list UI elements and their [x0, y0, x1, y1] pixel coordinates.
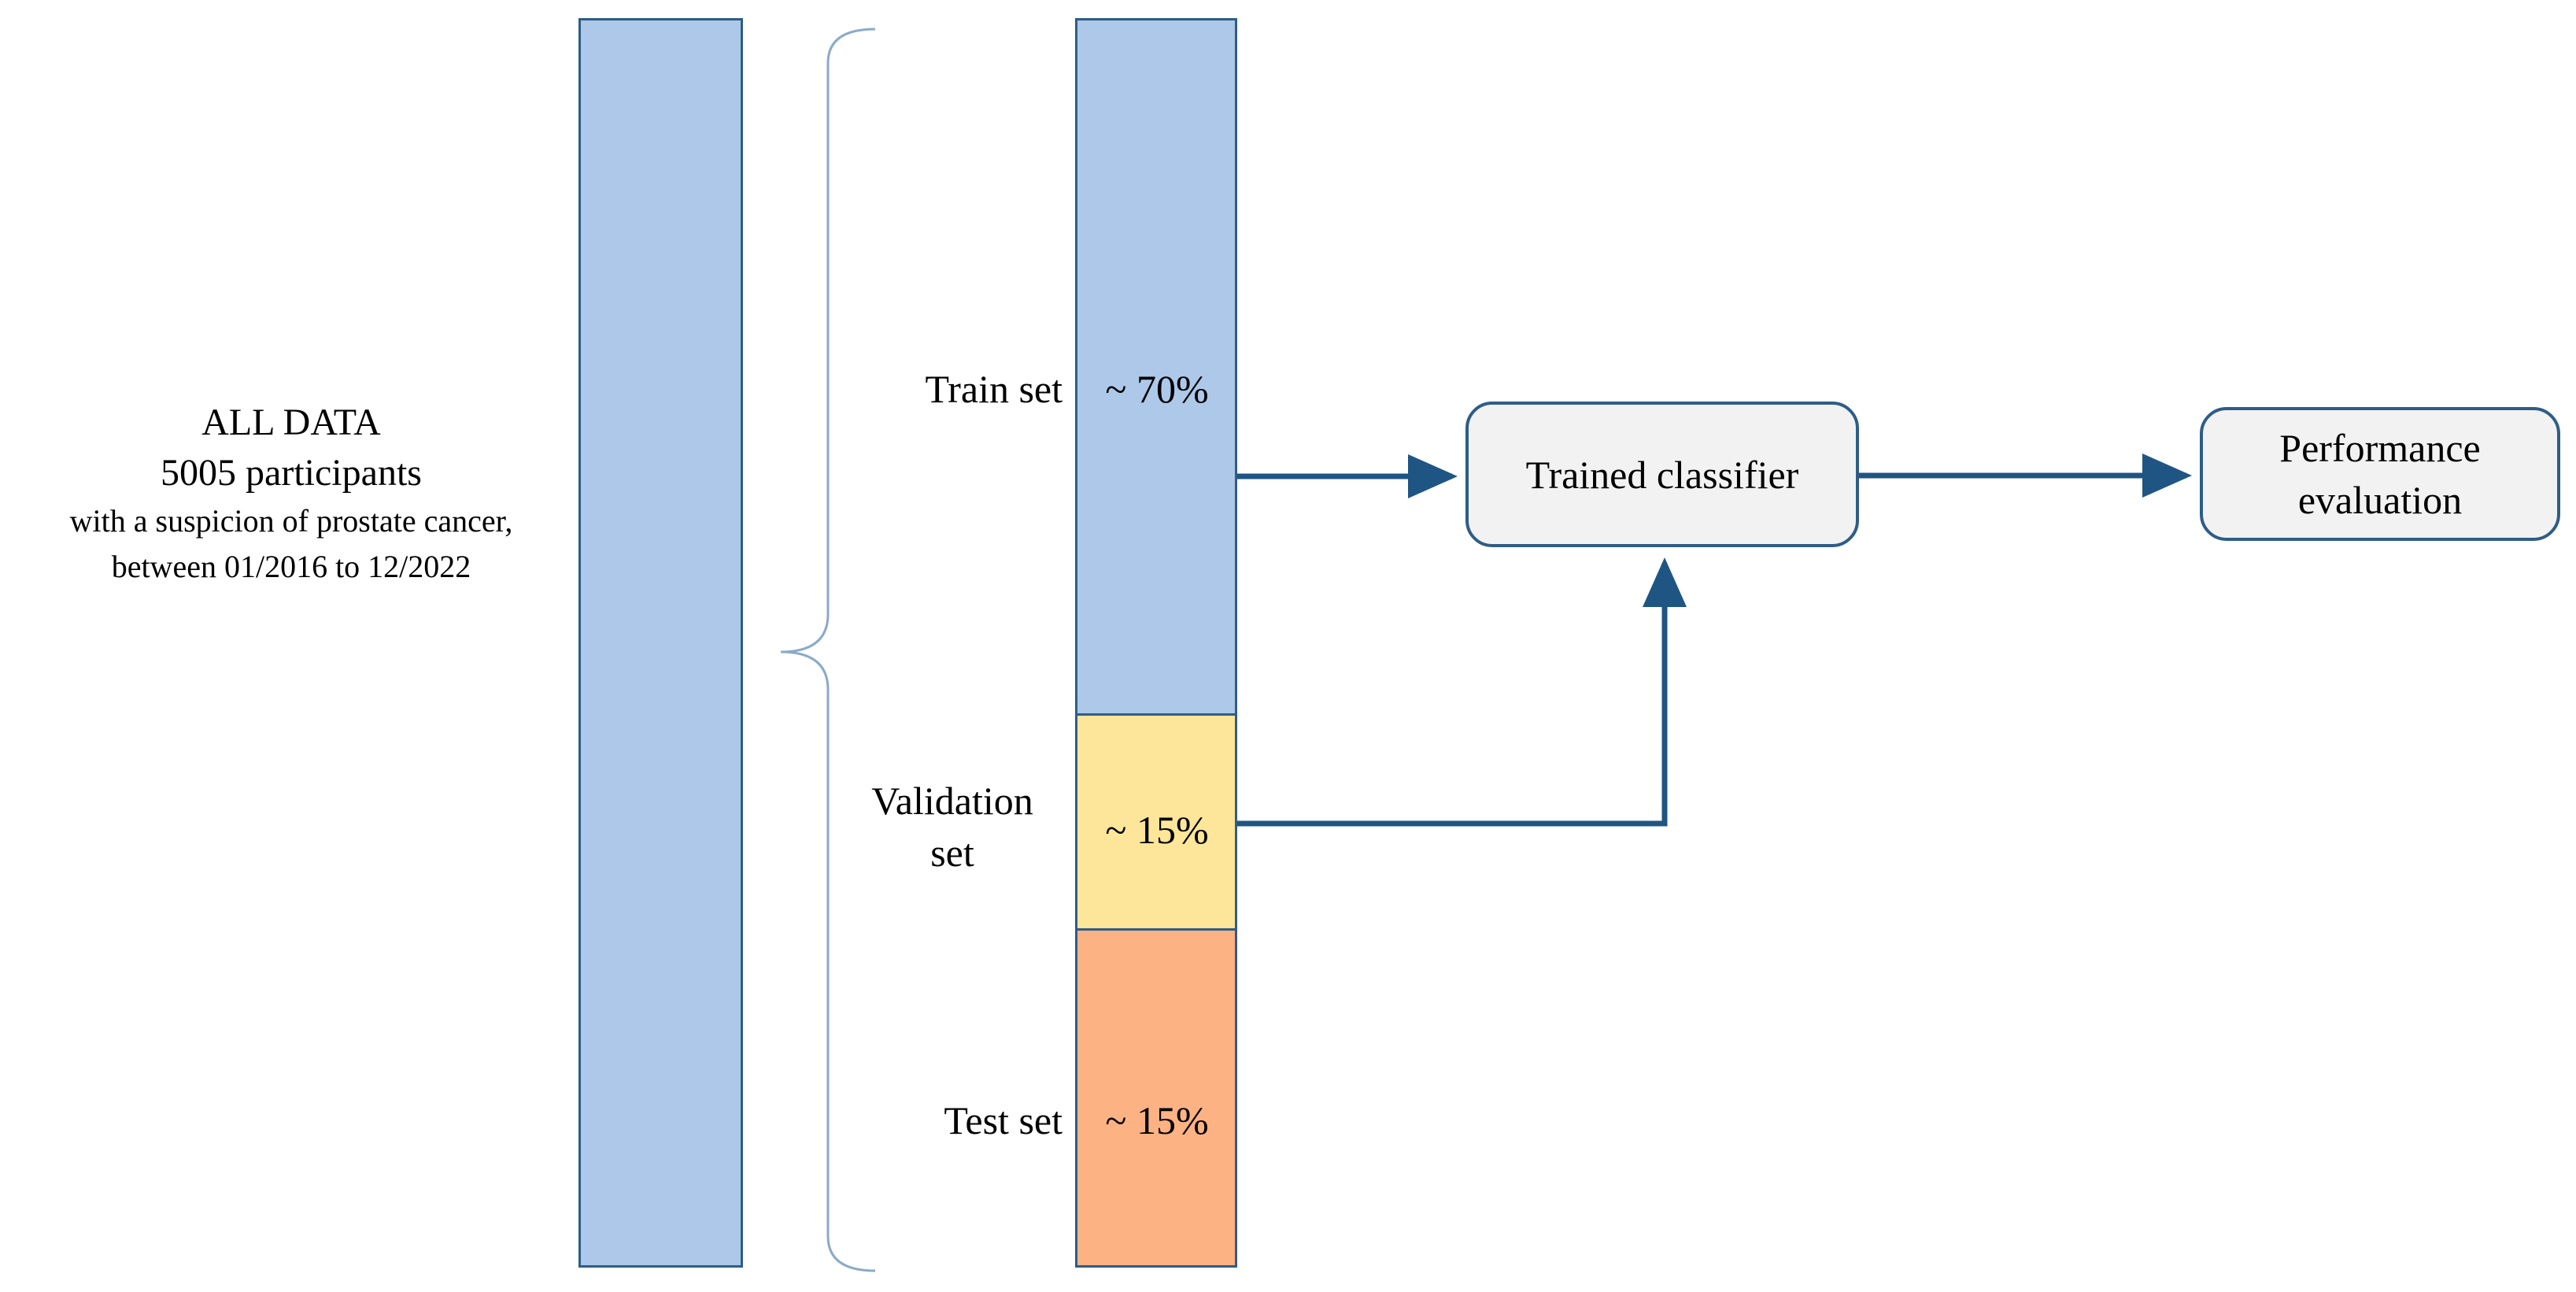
performance-label-line2: evaluation — [2297, 478, 2463, 522]
train-segment — [1075, 18, 1237, 713]
trained-classifier-node: Trained classifier — [1465, 402, 1859, 547]
validation-set-label: Validation set — [834, 775, 1070, 879]
train-set-label: Train set — [925, 367, 1063, 411]
performance-label-line1: Performance — [2279, 426, 2481, 470]
cohort-description-line1: with a suspicion of prostate cancer, — [69, 503, 513, 539]
train-percent: ~ 70% — [1105, 367, 1209, 411]
test-set-label: Test set — [944, 1098, 1063, 1142]
test-percent: ~ 15% — [1105, 1098, 1209, 1142]
participant-count: 5005 participants — [161, 452, 422, 494]
test-segment — [1075, 931, 1237, 1268]
cohort-description-line2: between 01/2016 to 12/2022 — [111, 549, 471, 584]
validation-percent: ~ 15% — [1105, 808, 1209, 852]
all-data-title: ALL DATA — [201, 402, 381, 443]
validation-label-line1: Validation — [871, 779, 1033, 823]
all-data-bar — [578, 18, 743, 1268]
validation-segment — [1075, 713, 1237, 931]
performance-evaluation-node: Performance evaluation — [2200, 407, 2560, 541]
validation-to-classifier-arrow — [1237, 557, 1687, 827]
all-data-label: ALL DATA 5005 participants with a suspic… — [0, 398, 582, 590]
trained-classifier-label: Trained classifier — [1525, 452, 1799, 497]
split-brace — [780, 28, 876, 1272]
validation-label-line2: set — [930, 831, 974, 875]
